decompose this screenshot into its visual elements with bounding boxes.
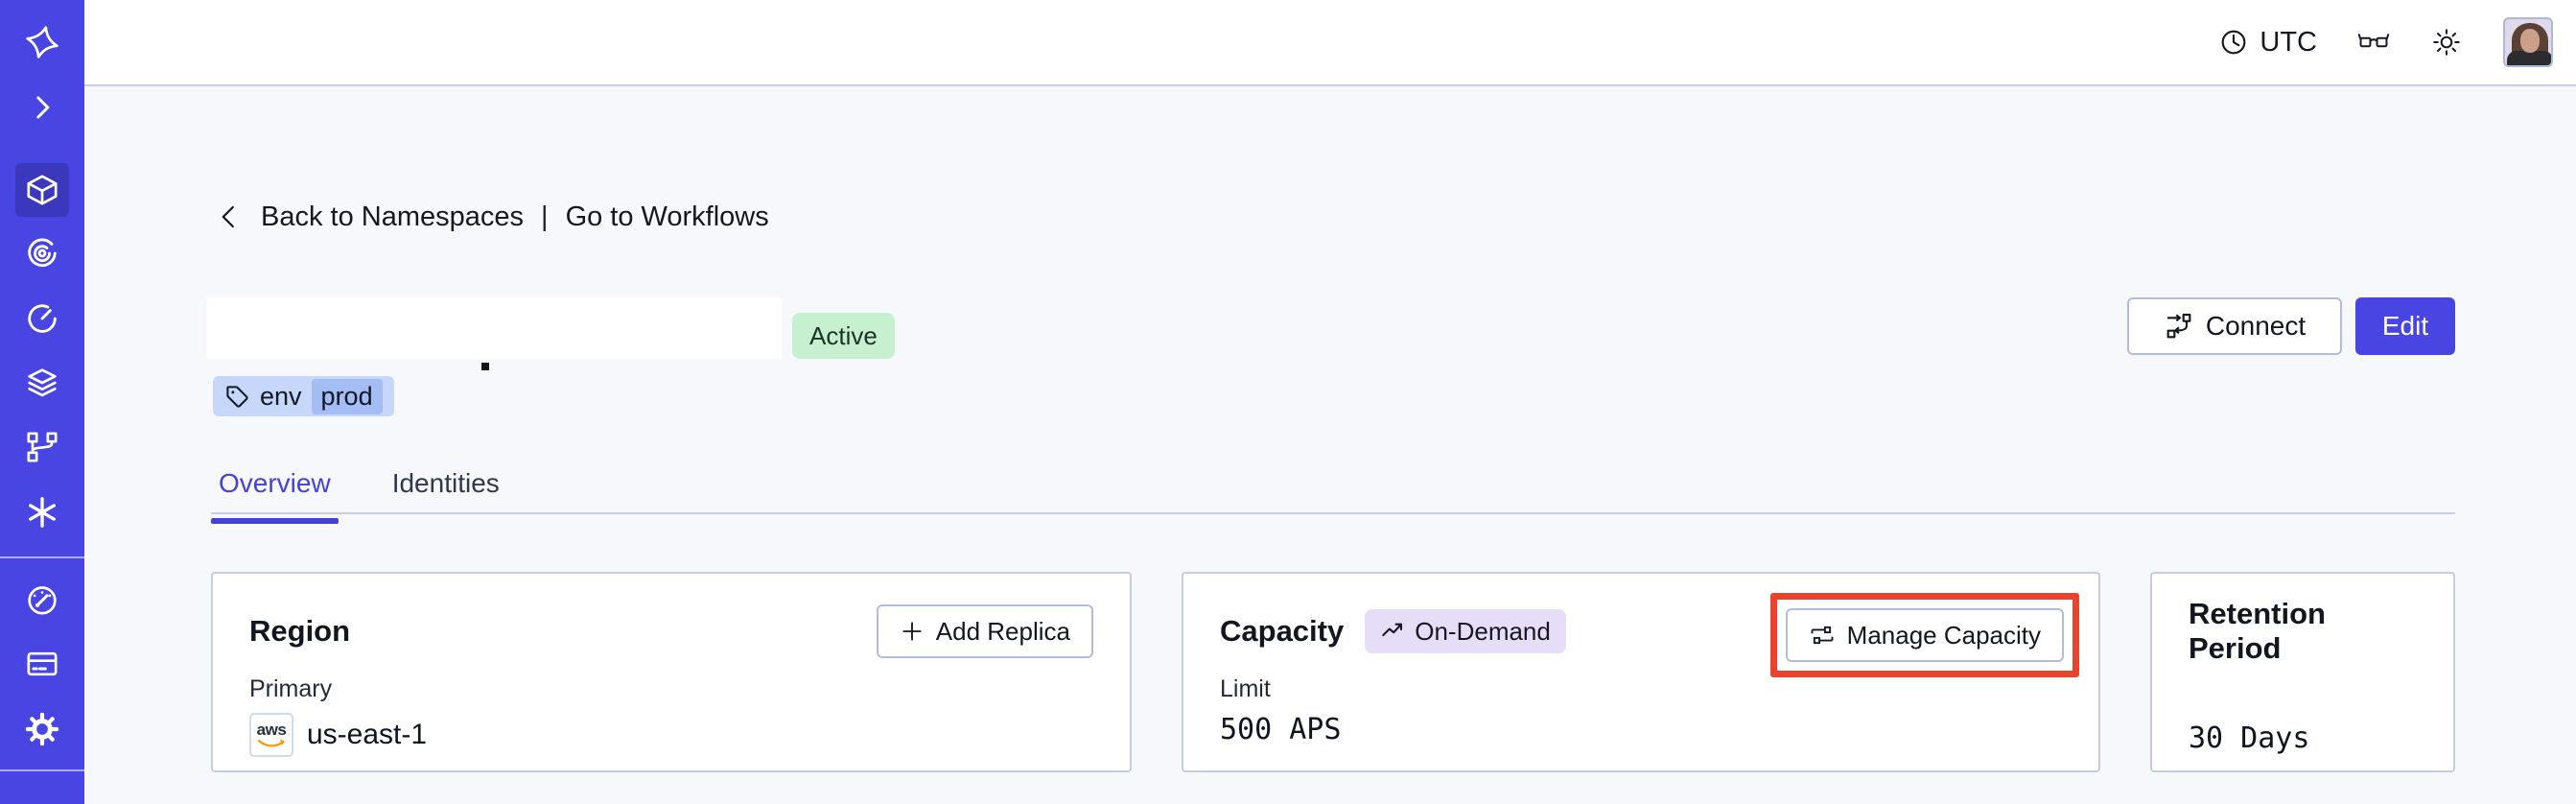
connect-button-label: Connect [2205, 311, 2307, 341]
sidebar-item-deployments[interactable] [15, 356, 69, 410]
capacity-card-title: Capacity [1220, 614, 1345, 648]
tab-overview-underline [211, 518, 339, 524]
temporal-logo-icon[interactable] [15, 15, 69, 69]
aws-provider-badge: aws [249, 713, 293, 757]
back-chevron-icon[interactable] [215, 202, 244, 231]
topbar: UTC [84, 0, 2576, 86]
workflows-spiral-icon [28, 238, 57, 267]
billing-card-icon [27, 651, 58, 676]
main-content: Back to Namespaces | Go to Workflows Act… [84, 86, 2576, 804]
manage-capacity-highlight: Manage Capacity [1769, 593, 2079, 677]
batch-asterisk-icon [29, 497, 56, 528]
trend-up-icon [1382, 623, 1403, 637]
region-card: Region Add Replica Primary aws us-east-1 [211, 572, 1132, 772]
sidebar-item-help[interactable] [15, 791, 69, 804]
tag-icon [226, 385, 248, 408]
aws-logo-text: aws [256, 721, 287, 739]
edit-button-label: Edit [2381, 311, 2429, 341]
tab-overview[interactable]: Overview [211, 468, 339, 524]
connect-flow-icon [2166, 313, 2191, 339]
limit-label: Limit [1220, 675, 1271, 702]
timezone-label: UTC [2260, 26, 2317, 58]
back-to-namespaces-link[interactable]: Back to Namespaces [261, 201, 525, 232]
tab-overview-label: Overview [219, 468, 331, 498]
sidebar-item-settings[interactable] [15, 702, 69, 756]
timezone-selector[interactable]: UTC [2217, 26, 2317, 59]
tab-identities[interactable]: Identities [385, 468, 507, 522]
settings-gear-icon [25, 712, 59, 746]
limit-value: 500 APS [1220, 713, 1342, 746]
go-to-workflows-link[interactable]: Go to Workflows [565, 201, 769, 232]
namespaces-cube-icon [27, 175, 58, 205]
namespace-title-dot [481, 363, 489, 370]
retention-card-title: Retention Period [2189, 597, 2326, 665]
sidebar-item-workflows[interactable] [15, 226, 69, 280]
tab-identities-label: Identities [391, 468, 500, 498]
sidebar-item-nexus[interactable] [15, 420, 69, 474]
add-replica-label: Add Replica [935, 616, 1070, 646]
temporal-logo-glyph [26, 26, 59, 59]
namespace-title-redacted [206, 297, 782, 359]
on-demand-label: On-Demand [1415, 616, 1551, 646]
manage-capacity-button[interactable]: Manage Capacity [1785, 608, 2064, 662]
connect-button[interactable]: Connect [2127, 297, 2342, 355]
sidebar-item-usage[interactable] [15, 573, 69, 627]
retention-card: Retention Period 30 Days [2150, 572, 2455, 772]
manage-capacity-label: Manage Capacity [1846, 620, 2041, 650]
edit-button[interactable]: Edit [2355, 297, 2455, 355]
sidebar-item-schedules[interactable] [15, 292, 69, 345]
capacity-card: Capacity On-Demand Manage Capa [1182, 572, 2100, 772]
sidebar-item-namespaces[interactable] [15, 163, 69, 217]
chevron-right-icon [36, 96, 50, 119]
sidebar-item-billing[interactable] [15, 637, 69, 691]
user-avatar[interactable] [2503, 17, 2553, 67]
help-circle-icon [23, 798, 61, 804]
aws-smile-icon [257, 739, 285, 747]
sidebar [0, 0, 84, 804]
sliders-icon [1811, 626, 1834, 645]
region-value: us-east-1 [307, 719, 428, 750]
tag-value: prod [311, 378, 383, 414]
usage-gauge-icon [28, 586, 57, 615]
theme-sun-icon[interactable] [2430, 26, 2463, 59]
labs-glasses-icon[interactable] [2357, 26, 2390, 59]
nexus-branch-icon [27, 432, 58, 462]
retention-value: 30 Days [2189, 721, 2310, 755]
sidebar-divider [0, 556, 84, 558]
sidebar-divider [0, 769, 84, 771]
breadcrumb-separator: | [541, 201, 549, 232]
clock-icon [2221, 30, 2246, 55]
tab-bar: Overview Identities [211, 468, 507, 524]
schedules-timer-icon [28, 304, 57, 333]
plus-icon [902, 622, 922, 641]
tag-key: env [260, 381, 302, 411]
breadcrumb: Back to Namespaces | Go to Workflows [215, 198, 769, 236]
sidebar-expand-button[interactable] [15, 81, 69, 134]
status-badge: Active [792, 313, 895, 359]
primary-label: Primary [249, 675, 333, 702]
avatar-body [2507, 51, 2551, 65]
avatar-face [2520, 29, 2540, 53]
deployments-layers-icon [28, 368, 57, 397]
region-card-title: Region [249, 614, 351, 648]
sidebar-item-batch[interactable] [15, 485, 69, 539]
on-demand-badge: On-Demand [1365, 609, 1566, 653]
namespace-tag-chip[interactable]: env prod [213, 376, 394, 416]
add-replica-button[interactable]: Add Replica [876, 604, 1093, 658]
tabs-border [211, 512, 2455, 514]
